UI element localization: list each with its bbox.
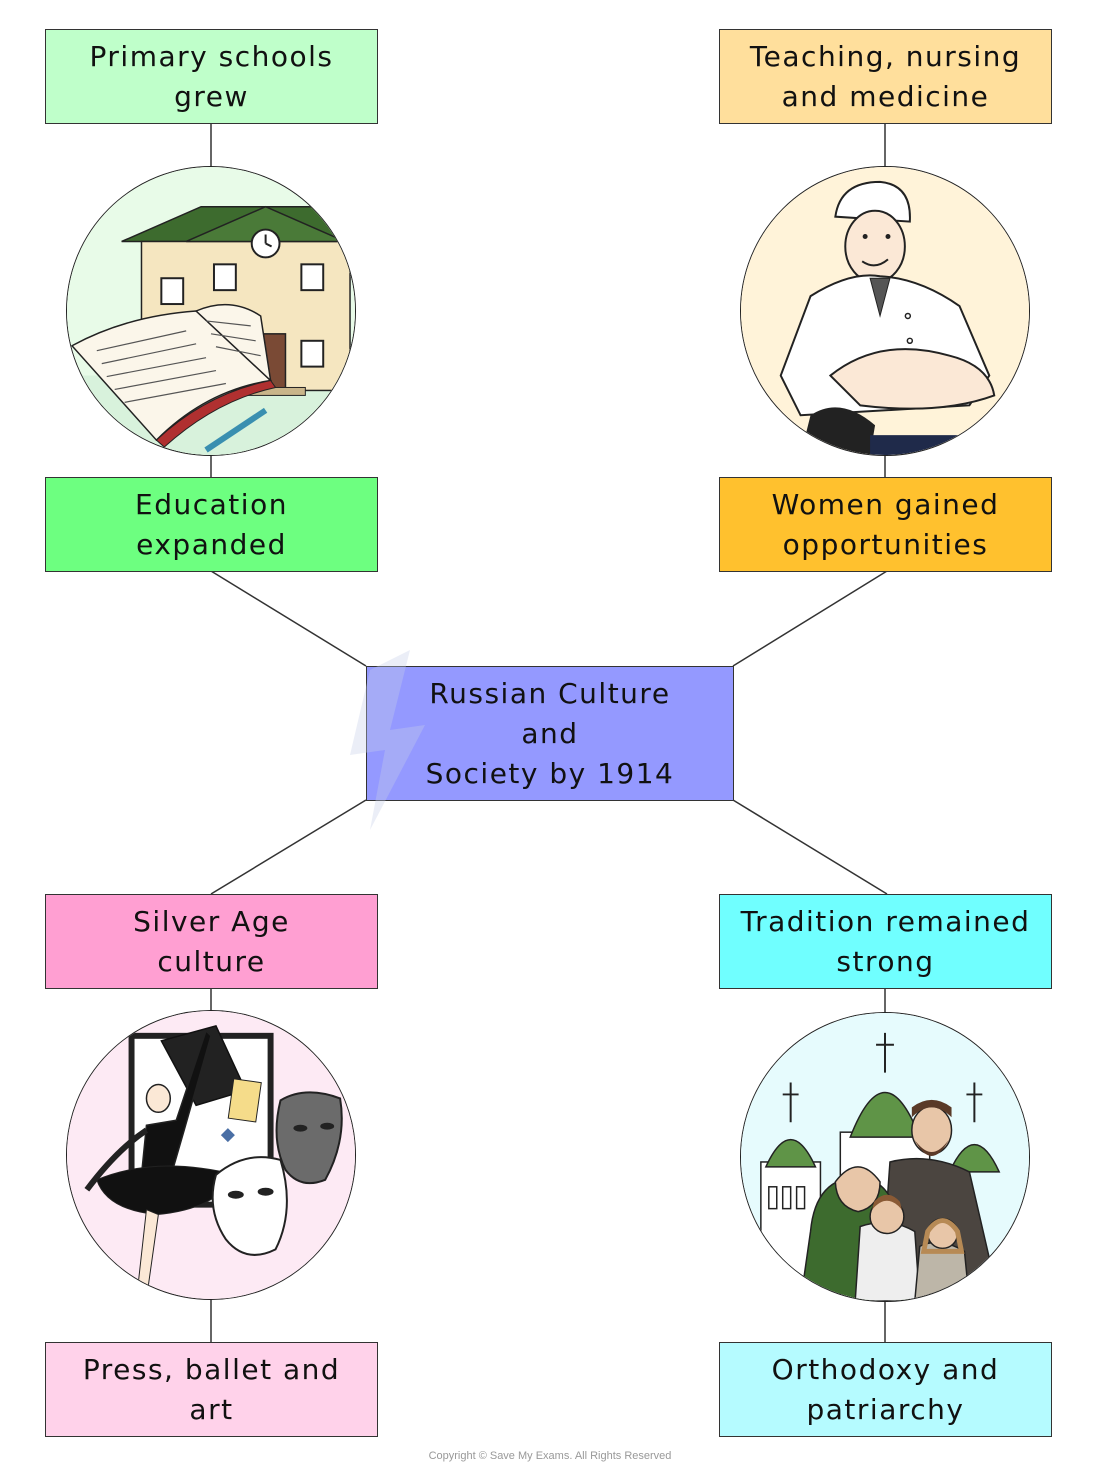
- school-book-icon: [67, 167, 355, 455]
- tradition-detail-box: Orthodoxy and patriarchy: [719, 1342, 1052, 1437]
- copyright-footer: Copyright © Save My Exams. All Rights Re…: [428, 1450, 672, 1462]
- silver-age-main-box: Silver Age culture: [45, 894, 378, 989]
- church-family-icon: [741, 1013, 1029, 1301]
- connector-center-education: [210, 570, 367, 667]
- women-detail-box: Teaching, nursing and medicine: [719, 29, 1052, 124]
- center-topic-box: Russian Culture and Society by 1914: [366, 666, 734, 801]
- connector-center-tradition: [732, 799, 888, 895]
- silver-age-illustration: [66, 1010, 356, 1300]
- women-illustration: [740, 166, 1030, 456]
- education-main-box: Education expanded: [45, 477, 378, 572]
- ballet-masks-icon: [67, 1011, 355, 1299]
- nurse-icon: [741, 167, 1029, 455]
- connector-center-women: [732, 570, 888, 667]
- women-main-box: Women gained opportunities: [719, 477, 1052, 572]
- silver-age-detail-box: Press, ballet and art: [45, 1342, 378, 1437]
- tradition-illustration: [740, 1012, 1030, 1302]
- education-detail-box: Primary schools grew: [45, 29, 378, 124]
- education-illustration: [66, 166, 356, 456]
- tradition-main-box: Tradition remained strong: [719, 894, 1052, 989]
- connector-center-silver: [210, 799, 367, 895]
